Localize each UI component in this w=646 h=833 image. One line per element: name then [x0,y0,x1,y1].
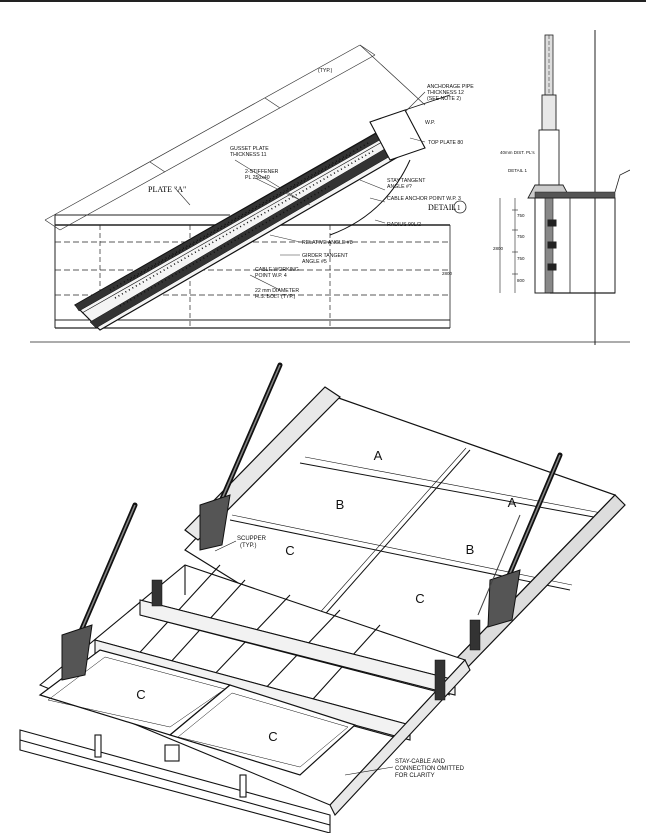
svg-text:750: 750 [517,256,525,261]
panel-label-c3: C [136,687,145,702]
plate-a-label: PLATE "A" [148,185,186,194]
svg-text:(SEE NOTE 2): (SEE NOTE 2) [427,96,461,102]
deck-isometric-drawing: A A B B C C C C SCUPPER (TYP.) STAY-CABL… [19,362,626,833]
svg-text:THICKNESS 11: THICKNESS 11 [230,152,267,158]
section-view [499,34,630,294]
cable-working-label: CABLE WORKING [255,267,299,273]
panel-label-c1: C [285,543,294,558]
svg-text:FOR CLARITY: FOR CLARITY [395,773,435,779]
page-top-rule [0,0,646,2]
svg-text:750: 750 [517,213,525,218]
radius-label: RADIUS 90L/2 [387,222,421,228]
cable-anchor-label: CABLE ANCHOR POINT W.P. 3 [387,196,461,202]
dimension-lines [44,44,426,231]
bolt-label: 22 mm DIAMETER [255,288,299,294]
anchorage-detail-drawing: ANCHORAGE PIPE THICKNESS 12 (SEE NOTE 2)… [30,30,630,345]
detail-label: DETAIL [428,203,456,212]
svg-text:2800: 2800 [442,271,453,276]
pipe-note: 40mm DIST. PL's [500,150,535,155]
svg-text:POINT W.P. 4: POINT W.P. 4 [255,273,287,279]
panel-label-c4: C [268,729,277,744]
svg-text:(TYP.): (TYP.) [240,543,257,549]
svg-text:H.S. BOLT (TYP.): H.S. BOLT (TYP.) [255,294,296,300]
svg-text:1: 1 [457,204,461,212]
panel-label-a2: A [508,495,517,510]
lower-deck-panels [38,649,357,776]
svg-text:750: 750 [517,234,525,239]
panel-label-b2: B [466,542,475,557]
gusset-plate [74,94,451,331]
panel-label-b1: B [336,497,345,512]
relative-angle-label: RELATIVE ANGLE #8 [302,240,353,246]
girder-tangent-label: GIRDER TANGENT [302,253,349,259]
svg-text:PL 250x40: PL 250x40 [245,175,270,181]
stiffener-label: 2-STIFFENER [245,169,279,175]
panel-label-a1: A [374,448,383,463]
panel-label-c2: C [415,591,424,606]
svg-text:800: 800 [517,278,525,283]
diaphragm-stiffeners [151,579,481,701]
stay-cables [61,362,563,681]
detail-marker [453,200,467,214]
wp-label: W.P. [425,120,435,126]
top-plate-label: TOP PLATE 80 [428,140,463,146]
svg-text:(TYP.): (TYP.) [318,68,333,74]
detail-1-label: DETAIL 1 [508,168,528,173]
svg-text:CONNECTION OMITTED: CONNECTION OMITTED [395,766,465,772]
anchorage-pipe-label: ANCHORAGE PIPE [427,84,474,90]
scupper-label: SCUPPER [237,536,267,542]
svg-text:THICKNESS 12: THICKNESS 12 [427,90,464,96]
lower-framework [19,564,471,833]
stay-tangent-label: STAY TANGENT [387,178,426,184]
svg-text:ANGLE #5: ANGLE #5 [302,259,327,265]
omitted-note: STAY-CABLE AND [395,759,446,765]
svg-text:2800: 2800 [493,246,504,251]
gusset-plate-label: GUSSET PLATE [230,146,269,152]
svg-text:ANGLE #?: ANGLE #? [387,184,412,190]
